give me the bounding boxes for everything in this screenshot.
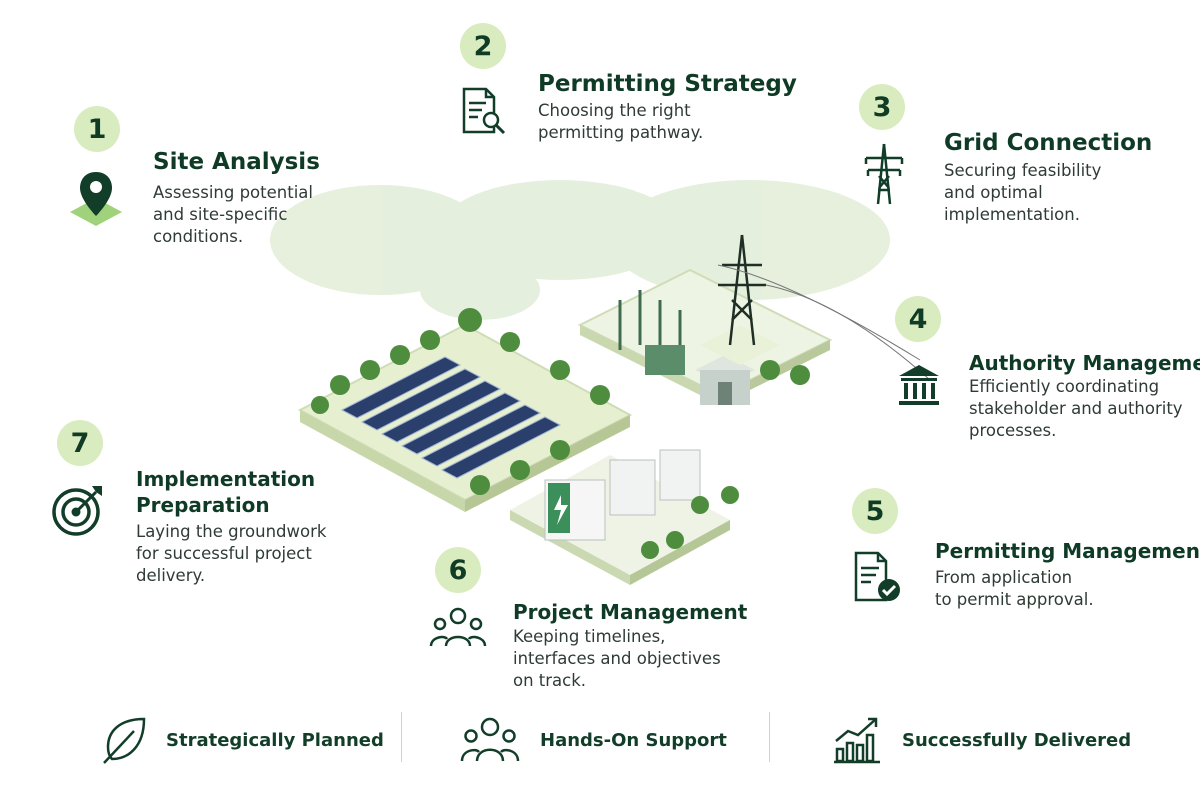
solar-park-illustration xyxy=(270,180,931,585)
transmission-tower xyxy=(700,234,931,381)
step-6-badge: 6 xyxy=(435,547,481,593)
step-3-title: Grid Connection xyxy=(944,130,1153,156)
step-2-title: Permitting Strategy xyxy=(538,71,797,97)
footer-label: Strategically Planned xyxy=(166,729,384,751)
step-6-desc: Keeping timelines,interfaces and objecti… xyxy=(513,627,721,690)
step-2-badge: 2 xyxy=(460,23,506,69)
footer-strategically-planned: Strategically Planned xyxy=(100,712,384,768)
growth-chart-icon xyxy=(834,717,880,764)
step-3-badge: 3 xyxy=(859,84,905,130)
footer-successfully-delivered: Successfully Delivered xyxy=(832,712,1131,768)
step-6-title: Project Management xyxy=(513,600,748,624)
footer-divider xyxy=(769,712,770,762)
team-icon xyxy=(429,607,487,647)
world-map-background xyxy=(270,180,890,320)
leaf-icon xyxy=(103,717,146,764)
map-pin-icon xyxy=(70,172,122,226)
footer-label: Successfully Delivered xyxy=(902,729,1132,751)
target-icon xyxy=(52,486,102,536)
step-7-badge: 7 xyxy=(57,420,103,466)
power-tower-icon xyxy=(864,143,904,205)
step-7-title: Implementation Preparation xyxy=(136,467,316,517)
footer-divider xyxy=(401,712,402,762)
document-search-icon xyxy=(462,87,506,135)
step-1-title: Site Analysis xyxy=(153,149,320,175)
step-1-badge: 1 xyxy=(74,106,120,152)
step-4-badge: 4 xyxy=(895,296,941,342)
step-5-badge: 5 xyxy=(852,488,898,534)
footer-hands-on-support: Hands-On Support xyxy=(460,712,727,768)
people-icon xyxy=(460,717,520,762)
solar-field xyxy=(297,323,633,512)
trees xyxy=(311,308,810,559)
document-check-icon xyxy=(854,551,900,602)
footer-label: Hands-On Support xyxy=(540,729,727,751)
step-5-title: Permitting Management xyxy=(935,539,1200,563)
step-4-title: Authority Management xyxy=(969,351,1200,375)
government-building-icon xyxy=(899,365,939,405)
